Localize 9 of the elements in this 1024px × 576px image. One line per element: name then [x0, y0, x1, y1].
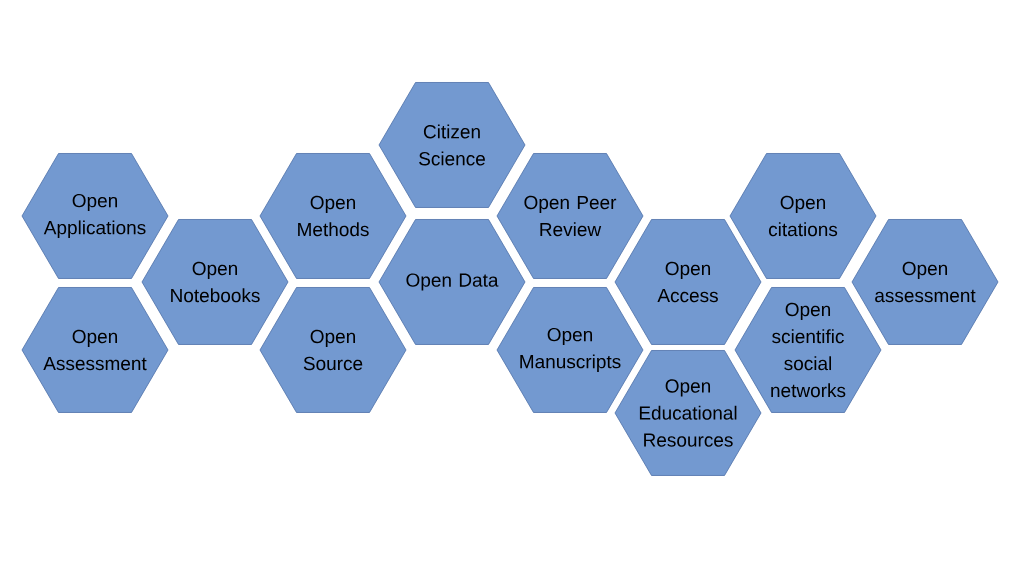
- hexagon: Open Applications: [21, 153, 169, 279]
- hexagon: Open Access: [614, 219, 762, 345]
- hexagon: Open Assessment: [21, 287, 169, 413]
- hexagon: Open Source: [259, 287, 407, 413]
- hexagon: Open assessment: [851, 219, 999, 345]
- hexagon: Open Methods: [259, 153, 407, 279]
- hexagon: Open Peer Review: [496, 153, 644, 279]
- hexagon: Open Data: [378, 219, 526, 345]
- hexagon: Open citations: [729, 153, 877, 279]
